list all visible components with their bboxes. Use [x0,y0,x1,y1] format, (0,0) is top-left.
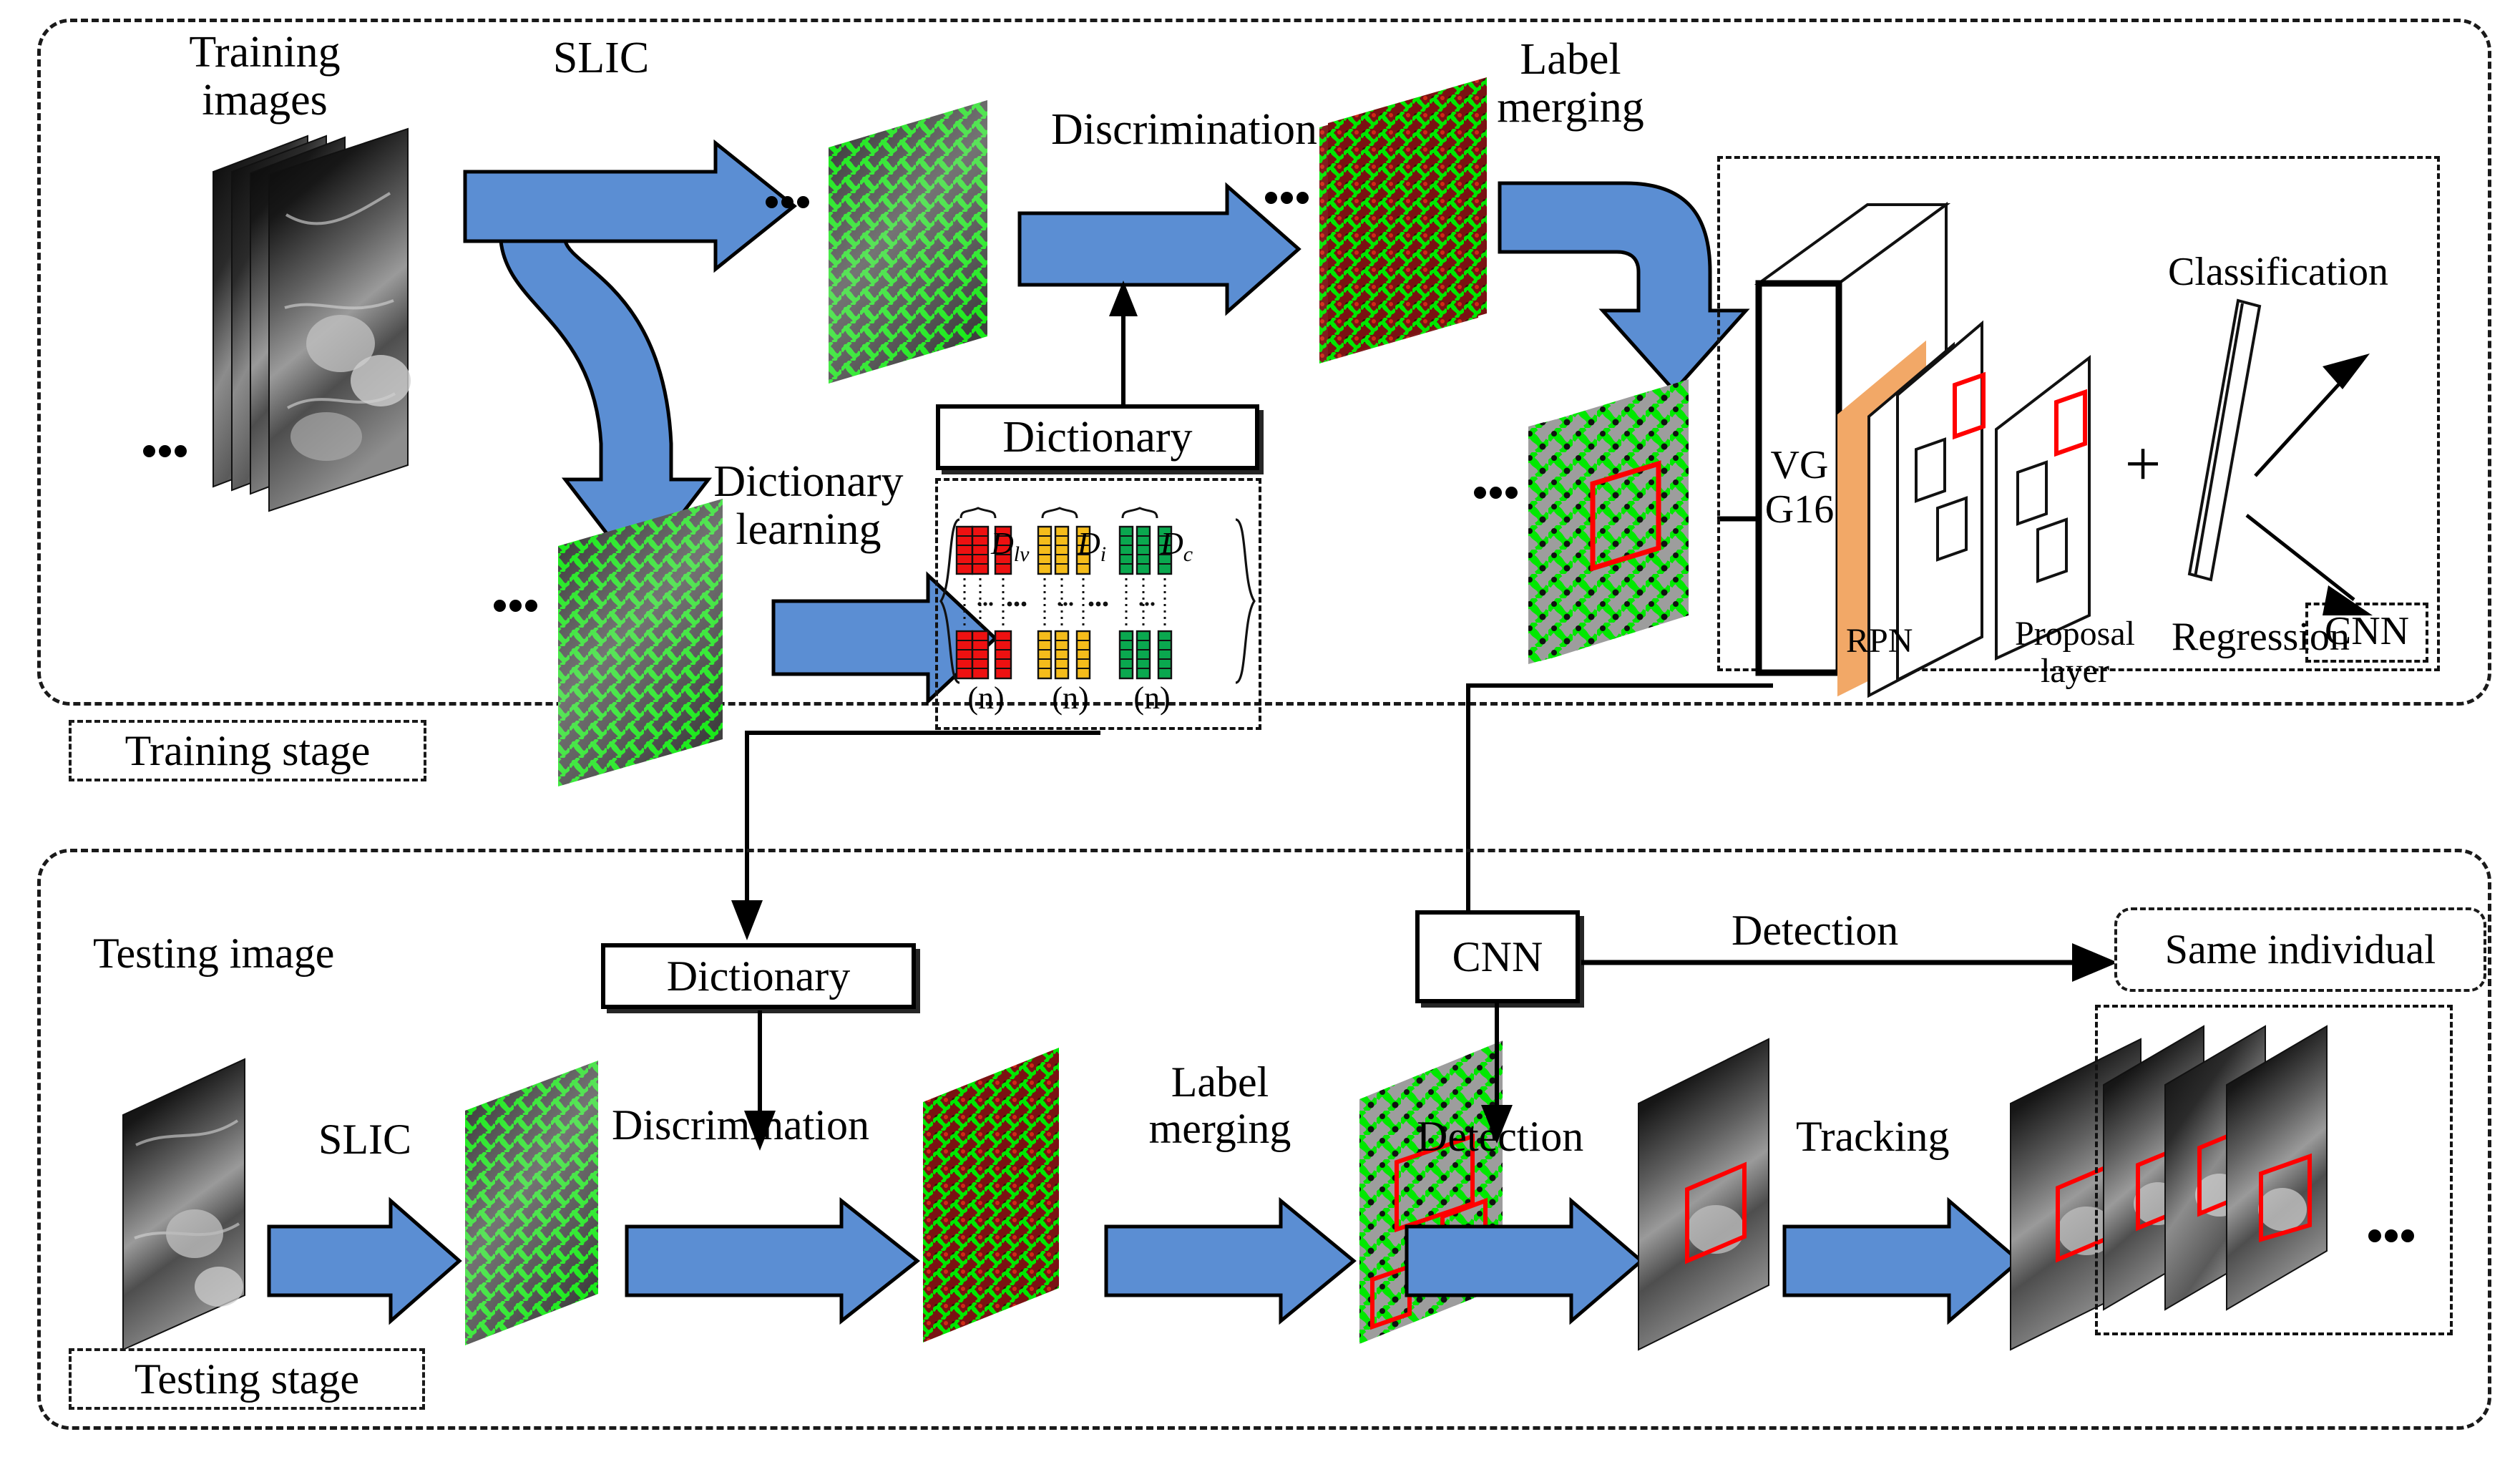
dictionary-learning-label: Dictionary learning [713,457,904,554]
same-individual-box: Same individual [2114,907,2486,992]
tracking-results-ellipsis [2368,1229,2414,1242]
discrimination-output-ellipsis [1265,192,1309,204]
testing-cnn-down-arrow [1481,1003,1513,1144]
training-stage-tag: Training stage [69,720,426,781]
testing-tracking-arrow [1782,1197,2022,1325]
dictionary-to-discrimination-arrow [1109,281,1138,415]
testing-image-label: Testing image [93,930,335,977]
dict-group-0-d: D [991,525,1014,561]
tracking-results-box [2095,1005,2453,1335]
testing-dictionary-box-label: Dictionary [666,952,851,1000]
testing-discrimination-label: Discrimination [612,1101,869,1149]
testing-stage-box [37,849,2491,1430]
dict-group-0-sub: lv [1013,542,1030,566]
dictionary-atoms [939,507,1256,684]
training-dictionary-box[interactable]: Dictionary [936,404,1259,470]
testing-discriminated-plane [923,1048,1059,1342]
testing-slic-arrow [267,1197,462,1325]
dict-group-2-d: D [1161,525,1183,561]
testing-superpixel-plane [465,1061,598,1345]
dict-group-0-symbol: Dlv [959,492,1029,600]
training-stage-box [37,19,2491,706]
fc-bar-and-heads [2187,298,2373,615]
training-images-stack [213,127,411,512]
proposal-layer-label: Proposal layer [2015,615,2135,690]
dict-group-2-sub: c [1183,542,1193,566]
detection-to-same-individual-arrow [1581,943,2118,982]
cnn-tag-label: CNN [2324,609,2410,653]
dict-group-1-d: D [1078,525,1100,561]
regression-label: Regression [2172,615,2350,659]
training-label-merging-label: Label merging [1497,35,1644,132]
testing-detection-top-label: Detection [1732,907,1899,954]
dict-group-0-count: (n) [967,681,1005,716]
testing-image-plane [122,1058,245,1351]
dict-group-1-count: (n) [1052,681,1089,716]
training-images-ellipsis [143,445,187,457]
rpn-layers [1837,320,1986,698]
testing-label-merging-label: Label merging [1148,1058,1291,1152]
cnn-tag-box [2305,603,2428,663]
discriminated-plane [1319,77,1487,364]
testing-slic-label: SLIC [318,1116,412,1163]
cnn-dashed-box [1717,156,2440,671]
superpixel-plane-1 [829,100,987,384]
testing-dictionary-down-arrow [744,1010,776,1151]
testing-stage-label: Testing stage [134,1355,360,1403]
training-dictionary-box-label: Dictionary [1002,412,1193,462]
dict-group-1-symbol: Di [1046,492,1106,600]
cnn-plus-label: + [2124,429,2162,499]
training-discrimination-arrow [1017,182,1301,316]
testing-label-merging-arrow [1104,1197,1357,1325]
dictlearn-input-ellipsis [494,600,537,612]
dictionary-content-box [935,478,1261,730]
testing-tracking-label: Tracking [1796,1113,1950,1160]
testing-stage-tag: Testing stage [69,1348,425,1410]
training-discrimination-label: Discrimination [1051,105,1317,154]
slic-output-ellipsis [766,196,809,208]
superpixel-plane-2 [558,499,723,786]
dict-group-2-symbol: Dc [1129,492,1193,600]
detected-mri-plane [1638,1038,1769,1351]
dict-group-2-count: (n) [1133,681,1171,716]
testing-discrimination-arrow [625,1197,921,1325]
tracking-results-planes [2103,1025,2328,1311]
training-images-label: Training images [189,28,341,125]
testing-cnn-box-label: CNN [1452,932,1543,980]
testing-cnn-box[interactable]: CNN [1415,910,1580,1003]
rpn-label: RPN [1846,622,1913,660]
proposal-layer-plane [1995,354,2091,661]
testing-detection-arrow [1405,1197,1644,1325]
merged-output-ellipsis [1474,487,1518,499]
merged-plane-with-roi [1528,379,1689,664]
training-slic-label: SLIC [552,34,650,82]
dict-group-1-sub: i [1100,542,1107,566]
same-individual-label: Same individual [2164,925,2436,973]
training-label-merging-arrow [1498,181,1750,394]
testing-dictionary-box[interactable]: Dictionary [601,943,916,1009]
testing-detection-label: Detection [1417,1113,1584,1160]
vgg16-label: VG G16 [1764,443,1835,532]
training-stage-label: Training stage [124,726,371,774]
classification-label: Classification [2168,250,2388,294]
